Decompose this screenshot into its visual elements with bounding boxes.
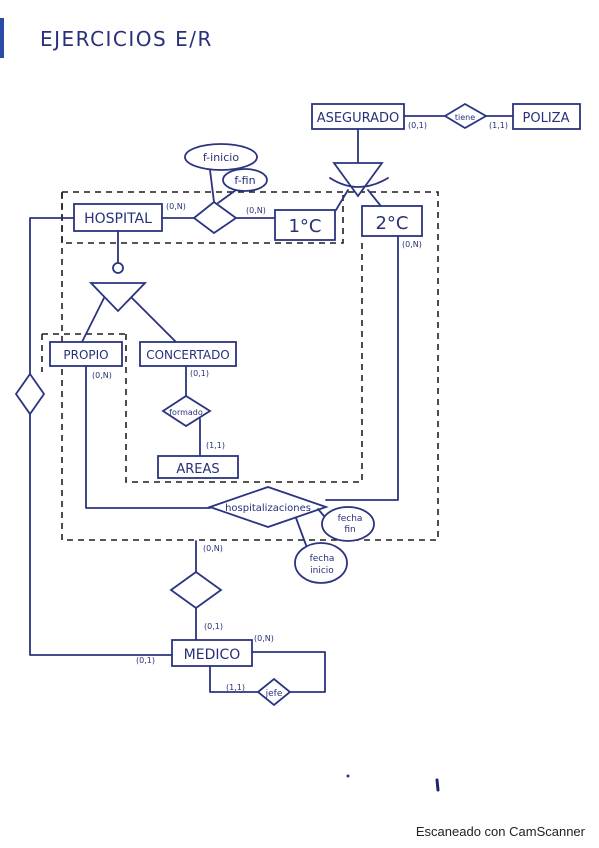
aggregation-propio-box <box>125 334 240 483</box>
isa-asegurado <box>332 162 384 198</box>
link-left-rel-medico <box>29 413 173 656</box>
card-hospital-rel: (0,N) <box>166 202 186 211</box>
page-title: EJERCICIOS E/R <box>40 27 213 51</box>
card-jefe: (1,1) <box>226 683 245 692</box>
isa-link-concertado <box>131 297 177 343</box>
attr-f-inicio-label: f-inicio <box>203 151 239 164</box>
entity-concertado-label: CONCERTADO <box>146 348 230 362</box>
attr-fecha-fin-l1: fecha <box>338 514 363 524</box>
rel-hospital-1c <box>192 200 238 235</box>
card-medico-top: (0,1) <box>204 622 223 631</box>
link-medico-jefe-left <box>209 665 259 693</box>
card-rel-1c: (0,N) <box>246 206 266 215</box>
ink-dot <box>346 774 350 778</box>
entity-poliza <box>512 103 581 130</box>
card-medico-right: (0,N) <box>254 634 274 643</box>
attr-f-fin-label: f-fin <box>234 174 255 187</box>
attr-fecha-inicio-l2: inicio <box>310 566 334 576</box>
entity-1c-label: 1°C <box>288 216 321 237</box>
card-hosp-medico: (0,N) <box>203 544 223 553</box>
entity-2c-label: 2°C <box>375 213 408 234</box>
aggregation-right-edge <box>240 243 363 483</box>
link-hospital-left-rel <box>29 217 75 375</box>
link-f-fin <box>217 189 237 204</box>
entity-1c <box>274 209 336 241</box>
link-2c-hosp <box>325 235 399 501</box>
entity-propio <box>49 341 123 367</box>
rel-formado <box>161 394 212 428</box>
card-concertado: (0,1) <box>190 369 209 378</box>
attr-f-inicio <box>184 143 258 171</box>
edge-strip <box>0 18 4 58</box>
card-medico-left: (0,1) <box>136 656 155 665</box>
rel-hospitalizaciones <box>207 486 329 528</box>
entity-propio-label: PROPIO <box>63 348 108 362</box>
card-tiene-poliza: (1,1) <box>489 121 508 130</box>
entity-medico-label: MEDICO <box>184 647 241 663</box>
rel-formado-label: formado <box>169 408 203 417</box>
isa-hospital-circle <box>112 262 124 274</box>
rel-tiene <box>443 102 488 130</box>
aggregation-outer-box <box>61 191 439 541</box>
entity-hospital-label: HOSPITAL <box>84 211 152 227</box>
entity-2c <box>361 205 423 237</box>
link-fecha-inicio <box>295 517 307 546</box>
isa-hospital <box>88 282 148 313</box>
card-2c: (0,N) <box>402 240 422 249</box>
ink-mark <box>435 778 440 792</box>
entity-areas <box>157 455 239 479</box>
link-propio-hosp <box>85 365 211 509</box>
attr-fecha-inicio <box>294 542 348 584</box>
link-fecha-fin <box>317 508 325 517</box>
isa-asegurado-arc <box>329 177 389 188</box>
card-areas: (1,1) <box>206 441 225 450</box>
link-medico-jefe-right <box>251 651 326 693</box>
entity-concertado <box>139 341 237 367</box>
link-f-inicio <box>209 169 215 203</box>
attr-fecha-fin-l2: fin <box>344 525 355 535</box>
entity-medico <box>171 639 253 667</box>
rel-jefe-label: jefe <box>265 689 283 699</box>
isa-link-1c <box>335 189 349 211</box>
isa-link-propio <box>81 297 105 343</box>
entity-areas-label: AREAS <box>176 462 219 477</box>
attr-fecha-inicio-l1: fecha <box>310 554 335 564</box>
rel-hospitalizaciones-label: hospitalizaciones <box>225 503 311 514</box>
entity-poliza-label: POLIZA <box>523 111 570 126</box>
card-propio: (0,N) <box>92 371 112 380</box>
entity-asegurado <box>311 103 405 130</box>
card-asegurado-tiene: (0,1) <box>408 121 427 130</box>
rel-hospital-medico <box>14 372 46 416</box>
rel-tiene-label: tiene <box>455 113 475 122</box>
attr-f-fin <box>222 168 268 192</box>
attr-fecha-fin <box>321 506 375 542</box>
rel-jefe <box>256 677 292 707</box>
scanner-footer: Escaneado con CamScanner <box>416 824 586 839</box>
entity-asegurado-label: ASEGURADO <box>317 111 400 126</box>
rel-hosp-medico <box>169 570 223 610</box>
